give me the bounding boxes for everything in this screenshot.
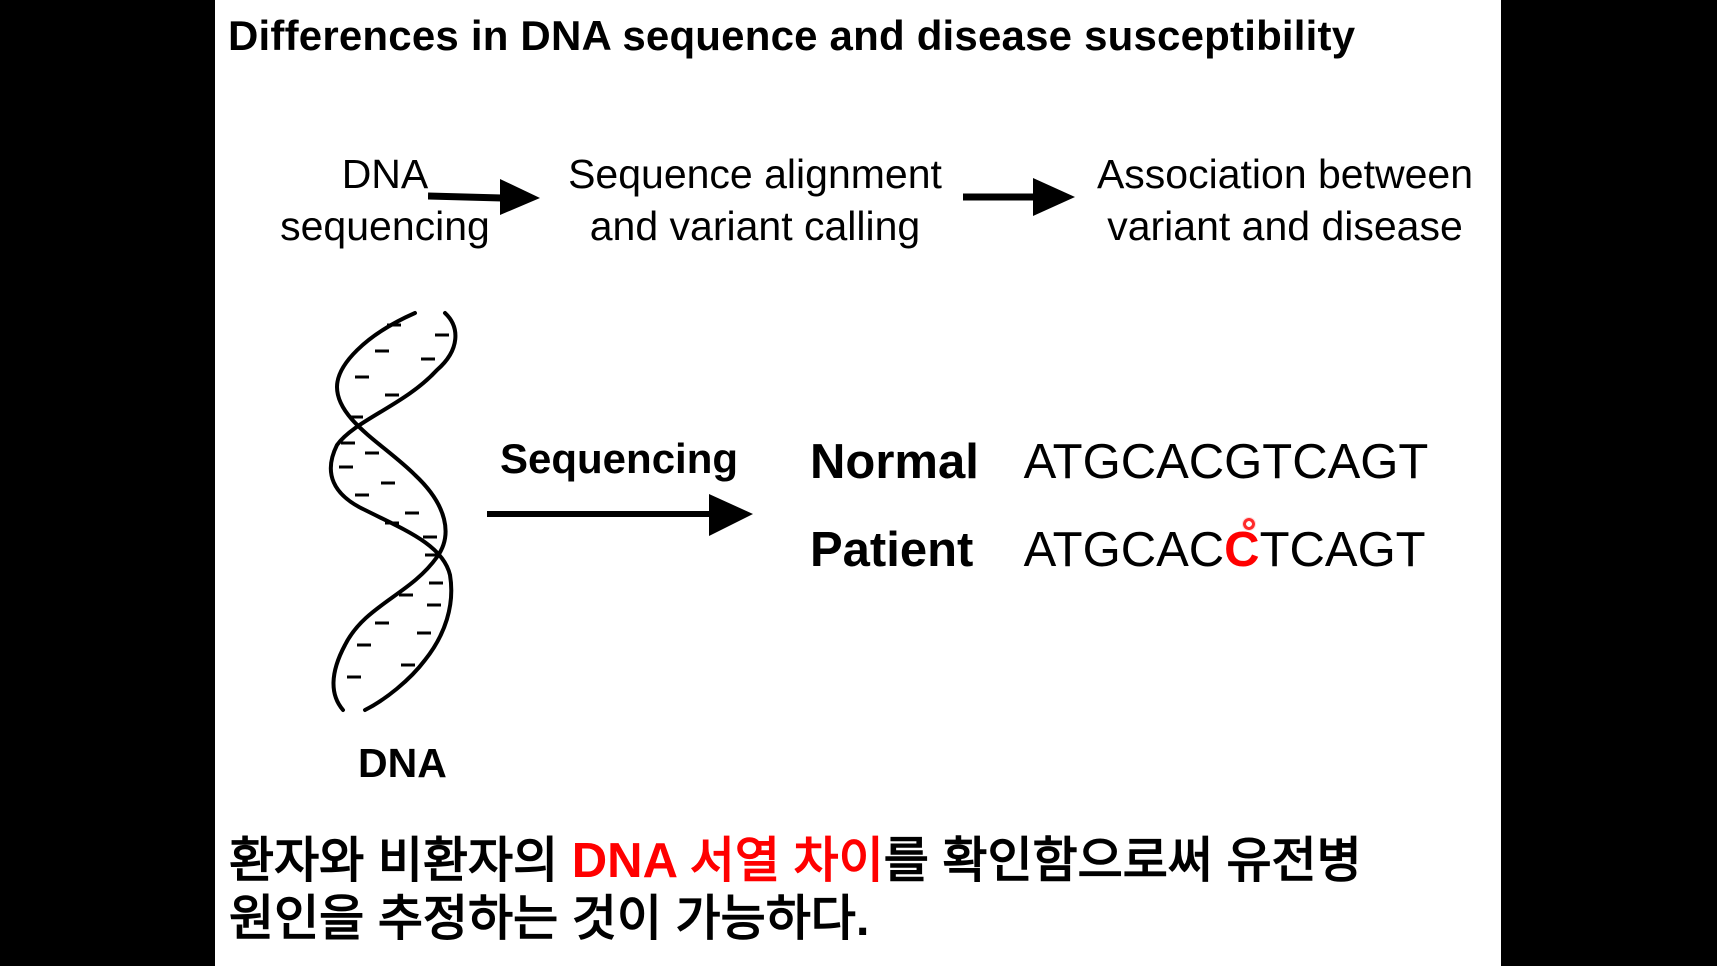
note-line-2: 원인을 추정하는 것이 가능하다. [229, 892, 870, 946]
note-line-1: 환자와 비환자의 DNA 서열 차이를 확인함으로써 유전병 [229, 832, 1362, 890]
sequence-bases: ATGCACGTCAGT [1023, 435, 1429, 489]
cursor-pointer-icon [1242, 517, 1257, 531]
note-highlight: DNA 서열 차이 [571, 834, 884, 888]
dna-label: DNA [358, 740, 447, 786]
sequence-row-normal: Normal ATGCACGTCAGT [810, 434, 1428, 490]
step-line2: variant and disease [1107, 203, 1463, 249]
arrow-right-icon [963, 178, 1075, 216]
step-line1: DNA [341, 151, 429, 197]
note-text: 환자와 비환자의 [229, 834, 572, 888]
step-line1: Association between [1096, 151, 1474, 197]
sequence-name: Normal [810, 435, 979, 489]
slide: Differences in DNA sequence and disease … [215, 0, 1501, 966]
step-line2: sequencing [280, 203, 490, 249]
step-variant-disease-association: Association between variant and disease [1075, 148, 1495, 252]
slide-title: Differences in DNA sequence and disease … [228, 12, 1356, 59]
variant-letter: C [1224, 523, 1260, 577]
variant-base: C [1224, 517, 1260, 577]
step-line2: and variant calling [589, 203, 921, 249]
step-line1: Sequence alignment [568, 151, 942, 197]
bases-before-variant: ATGCAC [1023, 523, 1225, 577]
dna-helix-icon [328, 311, 458, 712]
bases-after-variant: TCAGT [1259, 523, 1426, 577]
step-dna-sequencing: DNA sequencing [230, 148, 540, 252]
step-alignment-variant-calling: Sequence alignment and variant calling [545, 148, 965, 252]
note-text: 를 확인함으로써 유전병 [883, 834, 1362, 888]
sequencing-label: Sequencing [500, 435, 739, 482]
sequence-name: Patient [810, 523, 974, 577]
conclusion-note: 환자와 비환자의 DNA 서열 차이를 확인함으로써 유전병 원인을 추정하는 … [229, 832, 1362, 948]
arrow-right-icon [428, 179, 540, 215]
arrow-right-icon [487, 494, 753, 536]
